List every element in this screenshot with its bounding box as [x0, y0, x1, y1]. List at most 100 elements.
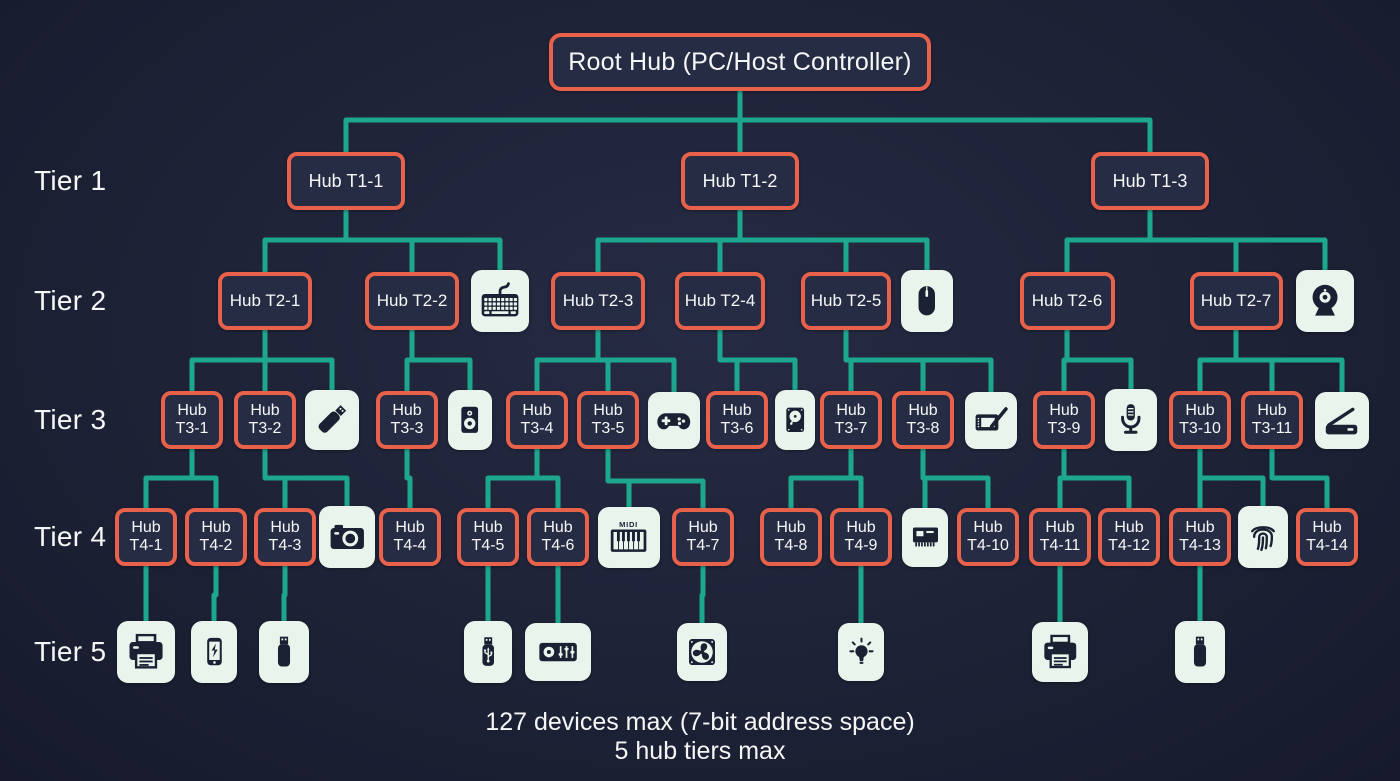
mouse-icon [901, 270, 953, 332]
footer-line-1: 127 devices max (7-bit address space) [485, 708, 915, 736]
hub-label: Hub [722, 401, 752, 419]
hub-label: T4-11 [1039, 537, 1081, 554]
tier-label-2: Tier 2 [34, 285, 107, 316]
hub-label: T3-4 [520, 420, 554, 437]
midi-keyboard-icon: MIDI [598, 507, 660, 568]
hub-label: Hub [131, 518, 161, 536]
fingerprint-icon [1238, 506, 1288, 568]
hub-label: T4-1 [129, 537, 163, 554]
tier-label-4: Tier 4 [34, 521, 107, 552]
hub-label: T3-9 [1047, 420, 1081, 437]
hub-label: T4-14 [1306, 537, 1348, 554]
hub-label: Hub T2-6 [1031, 291, 1103, 310]
hub-label: T4-10 [967, 537, 1009, 554]
hub-label: Hub [908, 401, 938, 419]
hub-label: Hub [973, 518, 1003, 536]
hub-t2-3: Hub T2-3 [551, 272, 645, 330]
hub-label: Hub T1-1 [308, 170, 384, 191]
hub-label: Hub T2-7 [1200, 291, 1272, 310]
hub-t1-1: Hub T1-1 [287, 152, 405, 210]
hub-label: Hub [1185, 401, 1215, 419]
hub-label: Hub T1-3 [1112, 170, 1188, 191]
hub-label: T4-8 [774, 537, 808, 554]
hub-t2-2: Hub T2-2 [365, 272, 459, 330]
lightbulb-icon [838, 623, 884, 681]
usb-drive-icon [464, 621, 512, 683]
hub-label: Hub [1185, 518, 1215, 536]
svg-text:MIDI: MIDI [620, 520, 639, 529]
footer-line-2: 5 hub tiers max [614, 737, 786, 765]
hub-label: Hub [593, 401, 623, 419]
hub-label: Hub [250, 401, 280, 419]
hub-label: Hub [522, 401, 552, 419]
speaker-icon [448, 390, 492, 450]
hub-label: Hub [392, 401, 422, 419]
network-card-icon [902, 508, 948, 567]
hub-label: Root Hub (PC/Host Controller) [568, 47, 912, 76]
hub-label: T3-5 [591, 420, 625, 437]
hub-t2-4: Hub T2-4 [675, 272, 765, 330]
hub-label: Hub [1257, 401, 1287, 419]
webcam-icon [1296, 270, 1354, 332]
fan-icon [677, 623, 727, 681]
hub-label: Hub [1049, 401, 1079, 419]
hub-label: Hub [836, 401, 866, 419]
hub-label: Hub [1312, 518, 1342, 536]
hub-label: Hub T1-2 [702, 170, 778, 191]
hub-label: Hub [270, 518, 300, 536]
hub-label: T4-5 [471, 537, 505, 554]
hub-label: T3-1 [175, 420, 209, 437]
hub-label: Hub [177, 401, 207, 419]
hub-label: T4-2 [199, 537, 233, 554]
hub-label: Hub [473, 518, 503, 536]
smartphone-icon [191, 621, 237, 683]
printer-icon [1032, 622, 1088, 682]
tier-label-3: Tier 3 [34, 404, 107, 435]
hub-label: T3-6 [720, 420, 754, 437]
keyboard-icon [471, 270, 529, 332]
hub-label: T3-10 [1179, 420, 1221, 437]
hub-label: T3-7 [834, 420, 868, 437]
hub-t2-6: Hub T2-6 [1019, 272, 1115, 330]
hub-t1-2: Hub T1-2 [681, 152, 799, 210]
footer-note: 127 devices max (7-bit address space) 5 … [0, 708, 1400, 766]
hub-label: T4-9 [844, 537, 878, 554]
hub-label: T3-3 [390, 420, 424, 437]
hub-label: Hub [688, 518, 718, 536]
hub-t2-5: Hub T2-5 [801, 272, 891, 330]
usb-stick-icon [259, 621, 309, 683]
drawing-tablet-icon [965, 392, 1017, 449]
camera-icon [319, 506, 375, 568]
tier-label-5: Tier 5 [34, 636, 107, 667]
scanner-icon [1315, 392, 1369, 449]
hub-label: Hub [1045, 518, 1075, 536]
hub-label: T4-6 [541, 537, 575, 554]
hub-label: T4-3 [268, 537, 302, 554]
gamepad-icon [648, 392, 700, 449]
hub-label: Hub T2-2 [376, 291, 448, 310]
microphone-icon [1105, 389, 1157, 451]
usb-stick-icon [1175, 621, 1225, 683]
hub-label: Hub [776, 518, 806, 536]
